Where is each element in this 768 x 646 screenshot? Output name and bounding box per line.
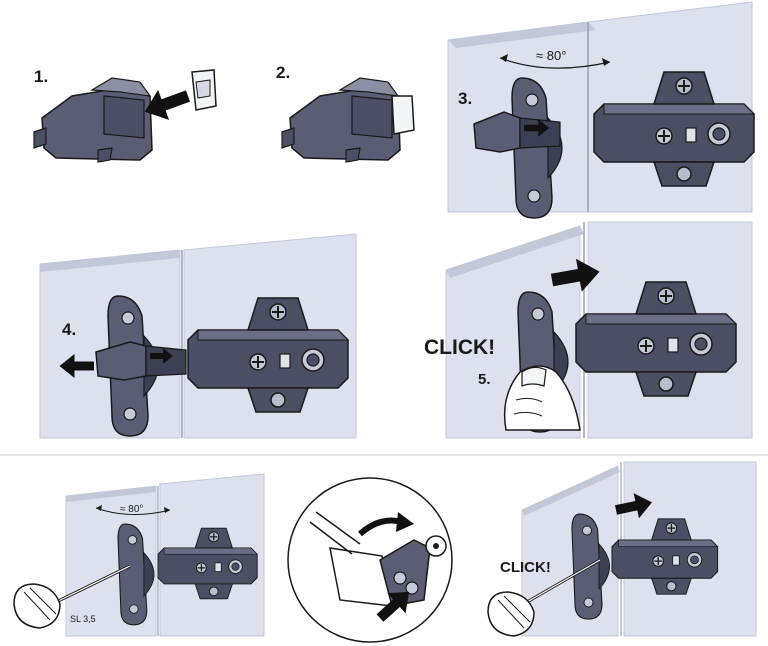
detail-magnifier-panel	[288, 478, 452, 642]
step-2-panel: 2.	[276, 63, 414, 162]
tool-size-label: SL 3,5	[70, 614, 96, 624]
bottom-left-angle-label: ≈ 80°	[120, 504, 143, 515]
step-2-clip-assembled	[282, 78, 414, 162]
adjust-screw-panel: ≈ 80° SL 3,5	[14, 474, 264, 636]
step-3-angle-label: ≈ 80°	[536, 48, 566, 63]
step-5-panel: CLICK! 5.	[424, 222, 752, 438]
step-1-panel: 1.	[34, 67, 216, 162]
step-5-click-text: CLICK!	[424, 336, 495, 359]
step-1-insert-part	[192, 70, 216, 110]
step-4-label: 4.	[62, 320, 76, 339]
step-3-panel: ≈ 80° 3.	[448, 2, 754, 218]
step-1-label: 1.	[34, 67, 48, 86]
final-click-panel: CLICK!	[488, 462, 756, 636]
step-1-clip-body	[34, 78, 152, 162]
step-4-panel: 4.	[40, 234, 356, 438]
step-3-label: 3.	[458, 89, 472, 108]
step-5-label: 5.	[478, 371, 491, 388]
bottom-right-click-text: CLICK!	[500, 559, 551, 576]
step-2-label: 2.	[276, 63, 290, 82]
